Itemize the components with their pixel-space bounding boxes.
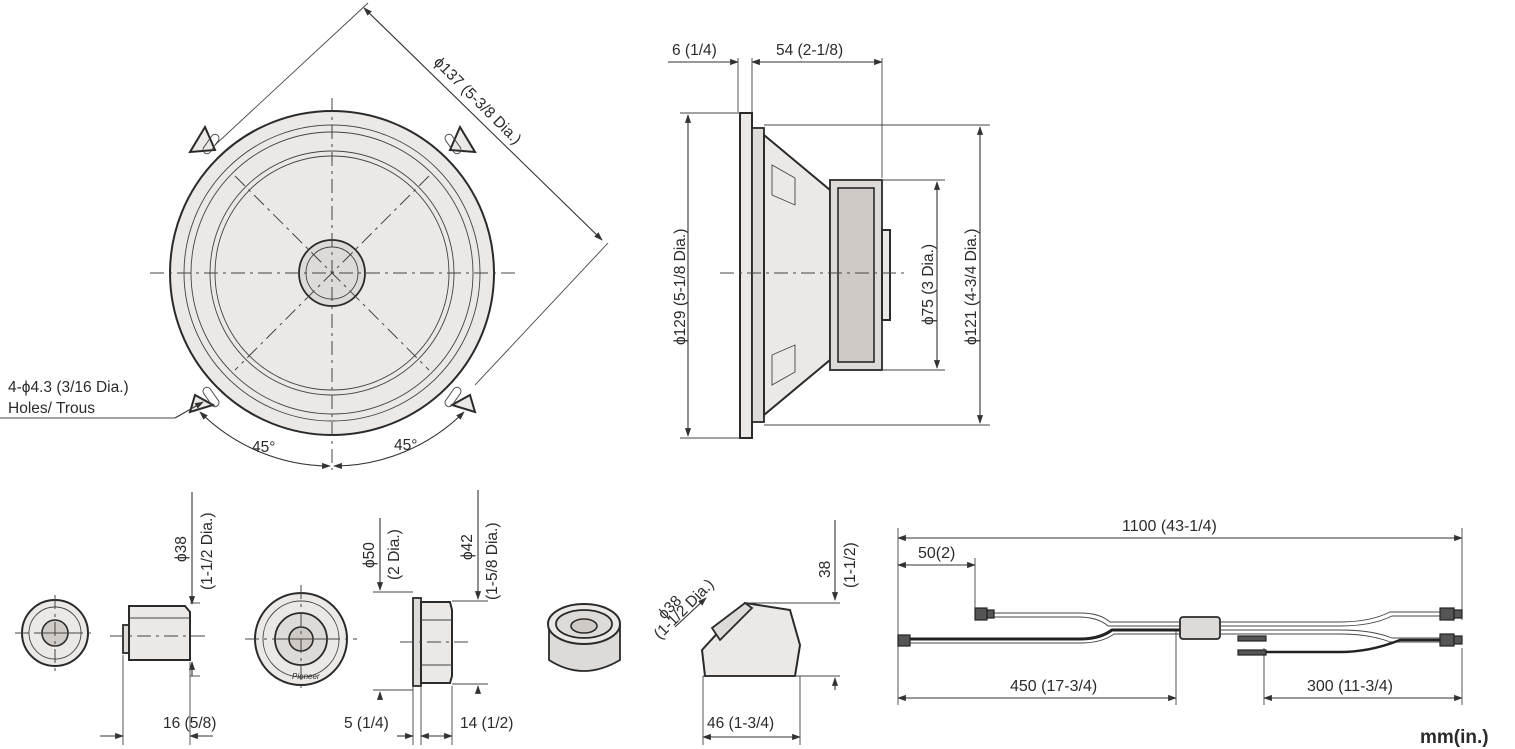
tweeter-perspective: [547, 603, 621, 672]
holes-label-line2: Holes/ Trous: [8, 400, 95, 417]
cable-right-length-label: 300 (11-3/4): [1307, 678, 1393, 695]
tweeter-b-diameter2-line2: (1-5/8 Dia.): [484, 522, 501, 600]
tweeter-angled-height-line1: 38: [817, 561, 834, 578]
angle-right-label: 45°: [394, 437, 417, 454]
tweeter-angled-height-line2: (1-1/2): [842, 542, 859, 588]
angle-left-label: 45°: [252, 439, 275, 456]
woofer-outer-diameter-label: ϕ137 (5-3/8 Dia.): [430, 54, 524, 148]
holes-label-line1: 4-ϕ4.3 (3/16 Dia.): [8, 379, 129, 396]
tweeter-b-diameter-line2: (2 Dia.): [386, 529, 403, 580]
mount-depth-label: 54 (2-1/8): [776, 42, 843, 59]
tweeter-a-diameter-line1: ϕ38: [173, 536, 190, 562]
woofer-front-view: ϕ137 (5-3/8 Dia.) 4-ϕ4.3 (3/16 Dia.) Hol…: [0, 2, 609, 470]
tweeter-b: Pioneer ϕ50 (2 Dia.) ϕ42 (1-5/8 Dia.) 5 …: [245, 490, 513, 745]
tweeter-b-depth-back-label: 14 (1/2): [460, 715, 513, 732]
cable-total-length-label: 1100 (43-1/4): [1122, 518, 1217, 535]
tweeter-angled: 38 (1-1/2) ϕ38 (1-1/2 Dia.) 46 (1-3/4): [651, 520, 859, 745]
tweeter-b-brand: Pioneer: [292, 672, 320, 681]
mount-diameter-label: ϕ129 (5-1/8 Dia.): [672, 229, 689, 345]
cable-lead-length-label: 50(2): [918, 545, 955, 562]
woofer-side-view: 6 (1/4) 54 (2-1/8) ϕ129 (5-1/8 Dia.) ϕ75…: [668, 42, 990, 439]
tweeter-b-diameter-line1: ϕ50: [361, 542, 378, 568]
tweeter-a: ϕ38 (1-1/2 Dia.) 16 (5/8): [15, 492, 216, 745]
cable-harness: 1100 (43-1/4) 50(2) 450 (17-3/4) 300 (11…: [897, 518, 1463, 705]
cutout-diameter-label: ϕ121 (4-3/4 Dia.): [963, 229, 980, 345]
magnet-diameter-label: ϕ75 (3 Dia.): [920, 244, 937, 325]
cable-left-length-label: 450 (17-3/4): [1010, 678, 1097, 695]
tweeter-a-depth-label: 16 (5/8): [163, 715, 216, 732]
tweeter-b-depth-front-label: 5 (1/4): [344, 715, 389, 732]
tweeter-a-diameter-line2: (1-1/2 Dia.): [199, 512, 216, 590]
units-label: mm(in.): [1420, 727, 1489, 748]
tweeter-angled-depth-label: 46 (1-3/4): [707, 715, 774, 732]
tweeter-b-diameter2-line1: ϕ42: [459, 534, 476, 560]
flange-depth-label: 6 (1/4): [672, 42, 717, 59]
